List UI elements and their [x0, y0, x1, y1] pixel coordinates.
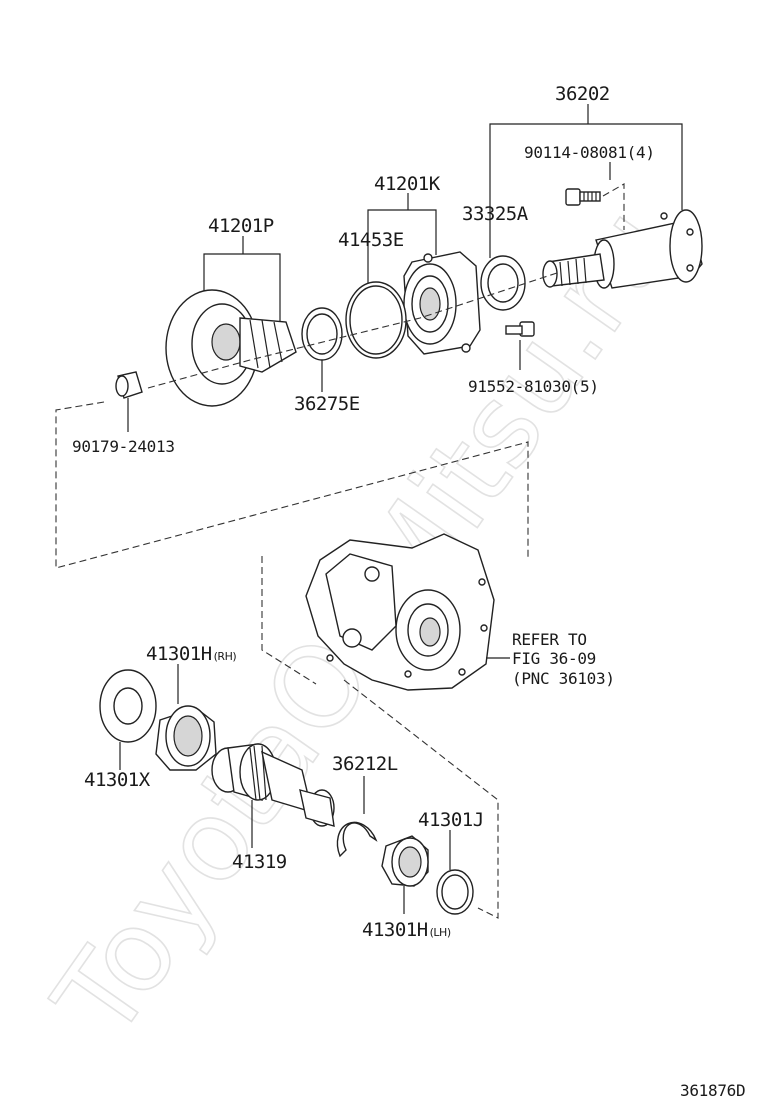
bearing-retainer-41201K: [403, 251, 481, 355]
seal-33325A: [480, 255, 526, 311]
label-41301H-rh: 41301H(RH): [146, 643, 236, 665]
plug-90179: [115, 371, 143, 432]
label-41453E: 41453E: [338, 229, 404, 251]
label-41301J: 41301J: [418, 809, 484, 831]
label-36212L: 36212L: [332, 753, 398, 775]
group-41201K: [367, 193, 437, 285]
ring-gear-41201P: [165, 289, 297, 407]
group-36202: [489, 104, 683, 258]
shim-41301X: [99, 669, 157, 770]
figure-code: 361876D: [680, 1081, 745, 1100]
label-41301H-lh: 41301H(LH): [362, 919, 451, 941]
label-36202: 36202: [555, 83, 610, 105]
bearing-41301H-rh: [155, 664, 217, 771]
alignment-line-top: [147, 271, 561, 389]
label-33325A: 33325A: [462, 203, 529, 225]
bolt-90114: [565, 183, 625, 230]
group-41201P: [203, 236, 281, 330]
shaft-41319: [211, 743, 335, 848]
bearing-41301H-lh: [381, 835, 429, 914]
alignment-line-bottom: [343, 679, 499, 919]
label-90179: 90179-24013: [72, 437, 175, 456]
label-refer-line2: FIG 36-09: [512, 649, 596, 668]
label-41201P: 41201P: [208, 215, 274, 237]
label-41201K: 41201K: [374, 173, 441, 195]
label-refer-line3: (PNC 36103): [512, 669, 615, 688]
label-36275E: 36275E: [294, 393, 360, 415]
label-41301X: 41301X: [84, 769, 151, 791]
shaft-housing-36202: [542, 209, 703, 289]
differential-case: [261, 533, 510, 691]
label-refer-line1: REFER TO: [512, 630, 587, 649]
label-41319: 41319: [232, 851, 287, 873]
snap-ring-36212L: [336, 776, 378, 858]
bolt-91552: [505, 321, 535, 370]
shim-41301J: [436, 830, 474, 915]
label-91552: 91552-81030(5): [468, 377, 599, 396]
label-90114: 90114-08081(4): [524, 143, 655, 162]
shim-36275E: [301, 307, 343, 392]
o-ring-41453E: [345, 281, 407, 359]
